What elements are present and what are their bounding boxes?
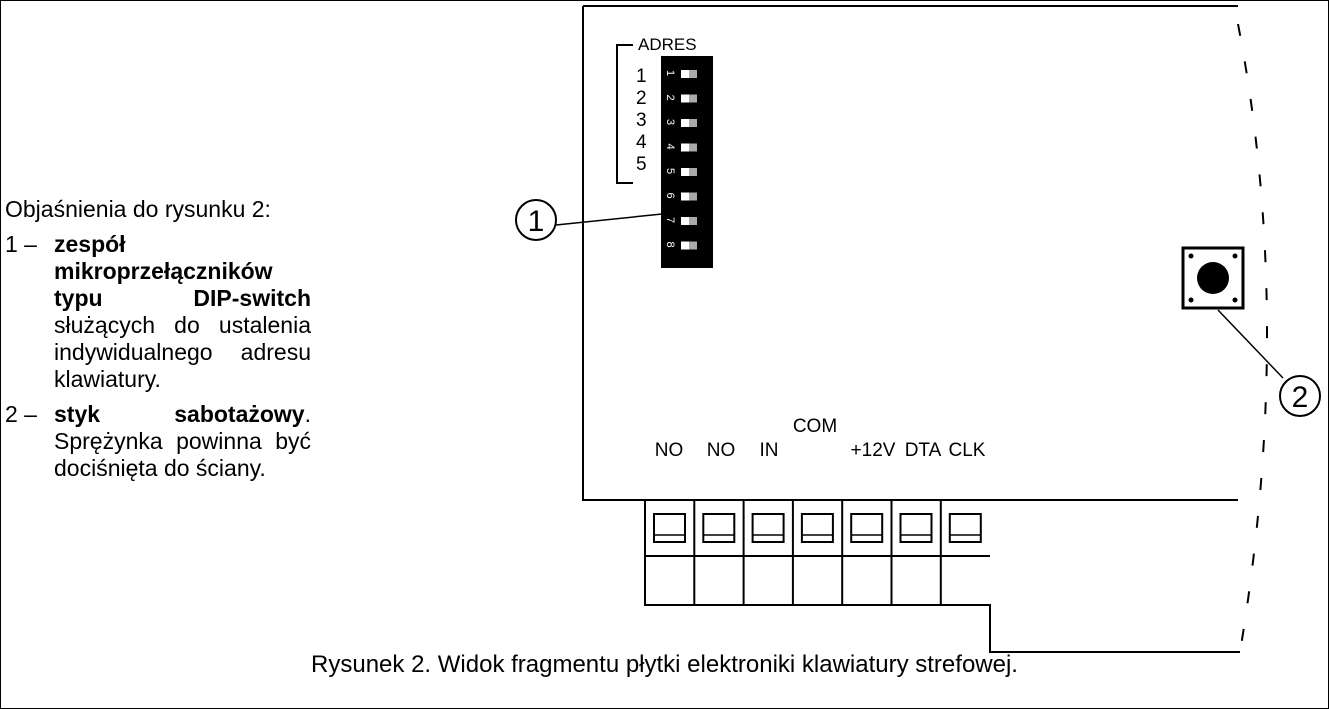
dip-brand-label: ECE: [712, 227, 727, 254]
legend-item-description: styk sabotażowy. Sprężynka powinna być d…: [54, 401, 311, 482]
terminal-label: CLK: [949, 440, 986, 461]
address-bit-label: 4: [636, 132, 647, 153]
terminal-label: DTA: [905, 440, 942, 461]
dip-switch-slot: [681, 241, 689, 250]
dip-switch-slot: [681, 119, 689, 127]
terminal-label: COM: [793, 416, 837, 437]
address-bit-label: 5: [636, 154, 647, 175]
terminal-screw: [653, 513, 686, 543]
dip-switch-block: [661, 56, 713, 268]
dip-switch-slot: [681, 168, 689, 176]
callout-2-leader: [1217, 309, 1284, 379]
legend-item-1: 1 – zespół mikroprzełączników typu DIP-s…: [5, 231, 311, 393]
tamper-pin-bl: [1188, 297, 1194, 303]
dip-switch-number: 7: [664, 217, 676, 223]
address-bracket: [616, 44, 633, 184]
callout-1-circle: [515, 199, 557, 241]
terminal-labels: NO NO IN COM +12V DTA CLK: [655, 416, 986, 461]
dip-switch-number: 2: [664, 95, 676, 101]
tamper-pin-tl: [1188, 253, 1194, 259]
dip-switch-slot: [681, 217, 689, 225]
dip-switch-lever: [689, 70, 697, 78]
dip-switch-lever: [689, 217, 697, 225]
legend-item-term: styk sabotażowy: [54, 401, 305, 427]
legend-item-number: 1 –: [5, 231, 37, 257]
callout-2-circle: [1279, 375, 1321, 417]
dip-switches: 1 2 3 4 5 6 7 8: [664, 70, 697, 250]
figure-caption: Rysunek 2. Widok fragmentu płytki elektr…: [311, 651, 1018, 678]
dip-switch-number: 1: [664, 70, 676, 76]
dip-switch-number: 4: [664, 144, 676, 150]
address-bit-label: 1: [636, 66, 647, 87]
dip-switch-slot: [681, 70, 689, 78]
legend-item-description: zespół mikroprzełączników typu DIP-switc…: [54, 231, 311, 393]
callout-1-leader: [555, 213, 663, 226]
dip-switch-lever: [689, 168, 697, 176]
terminal-label: +12V: [851, 440, 896, 461]
terminal-label: NO: [707, 440, 736, 461]
terminal-label: NO: [655, 440, 684, 461]
tamper-pin-br: [1232, 297, 1238, 303]
legend-item-text: służących do ustalenia indywidualnego ad…: [54, 312, 311, 392]
tamper-pin-tr: [1232, 253, 1238, 259]
dip-switch-number: 6: [664, 193, 676, 199]
dip-switch-number: 8: [664, 242, 676, 248]
dip-switch-number: 5: [664, 168, 676, 174]
terminal-label: IN: [760, 440, 779, 461]
terminal-cells: [653, 500, 982, 605]
legend-item-number: 2 –: [5, 401, 37, 427]
dip-switch-slot: [681, 94, 689, 103]
address-bit-label: 3: [636, 110, 647, 131]
dip-switch-lever: [689, 119, 697, 127]
callout-2-label: 2: [1292, 381, 1309, 414]
terminal-screw: [948, 513, 982, 543]
dip-switch-lever: [689, 143, 697, 152]
terminal-block-outline: [644, 500, 1240, 653]
dip-switch-lever: [689, 192, 697, 201]
tamper-button: [1197, 262, 1229, 294]
terminal-screw: [850, 513, 884, 543]
callout-1-label: 1: [528, 205, 545, 238]
terminal-screw: [751, 513, 785, 543]
board-outline: [582, 5, 1238, 501]
board-curved-edge: [1237, 23, 1268, 653]
legend: Objaśnienia do rysunku 2: 1 – zespół mik…: [5, 196, 311, 490]
legend-item-2: 2 – styk sabotażowy. Sprężynka powinna b…: [5, 401, 311, 482]
dip-switch-number: 3: [664, 119, 676, 125]
legend-item-text: . Sprężynka powinna być dociśnięta do śc…: [54, 401, 311, 481]
dip-switch-slot: [681, 192, 689, 201]
dip-switch-lever: [689, 94, 697, 103]
terminal-screw: [800, 513, 834, 543]
legend-title: Objaśnienia do rysunku 2:: [5, 196, 271, 222]
dip-switch-lever: [689, 241, 697, 250]
terminal-screw: [702, 513, 736, 543]
dip-on-label: ON: [716, 72, 731, 92]
terminal-screw: [899, 513, 933, 543]
address-label: ADRES: [638, 35, 697, 54]
address-bit-label: 2: [636, 88, 647, 109]
dip-switch-slot: [681, 143, 689, 152]
legend-item-term: zespół mikroprzełączników typu DIP-switc…: [54, 231, 311, 311]
